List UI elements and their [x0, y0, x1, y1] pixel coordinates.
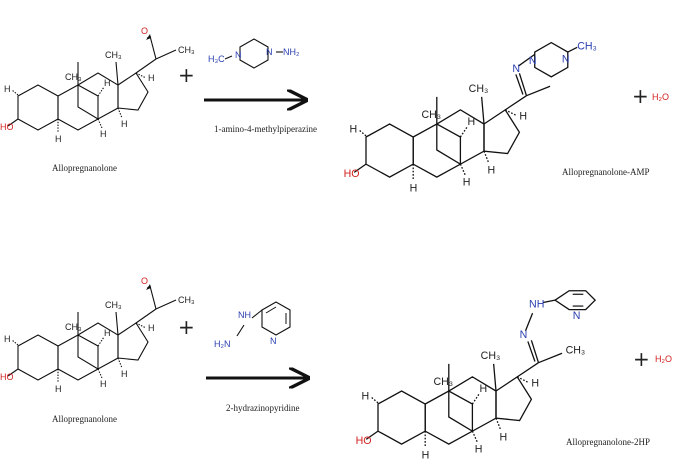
reagent-2-label: 2-hydrazinopyridine: [226, 403, 299, 413]
product-1-label: Allopregnanolone-AMP: [562, 167, 650, 177]
h-label: H: [479, 383, 487, 395]
oxygen-label: O: [141, 26, 148, 36]
h-label: H: [55, 134, 62, 144]
reactant-2-label: Allopregnanolone: [52, 414, 117, 424]
h-label: H: [422, 449, 430, 461]
methyl-label: CH₃: [421, 109, 441, 121]
h-label: H: [361, 390, 369, 402]
methyl-label: CH₃: [65, 72, 82, 82]
methyl-label: CH₃: [433, 376, 453, 388]
h-label: H: [500, 432, 508, 444]
product-1-structure: HO H CH₃ CH₃ H H H H H N N N CH₃: [344, 41, 597, 195]
hydroxyl-label: HO: [356, 435, 372, 447]
nitrogen-label: N: [520, 329, 528, 341]
methyl-label: CH₃: [577, 41, 597, 53]
h-label: H: [104, 328, 111, 338]
plus-sign: +: [633, 347, 650, 371]
nitrogen-label: N: [529, 55, 537, 67]
h-label: H: [349, 123, 357, 135]
reactant-1-structure: HO H CH₃ CH₃ H H H H H O CH₃: [0, 26, 195, 144]
h-label: H: [100, 379, 107, 389]
plus-sign: +: [178, 63, 195, 87]
nitrogen-label: N: [266, 47, 273, 57]
reagent-1-structure: H₃C N N NH₂: [208, 38, 300, 69]
hydroxyl-label: HO: [0, 372, 14, 382]
h-label: H: [104, 78, 111, 88]
methyl-label: CH₃: [481, 350, 501, 362]
h-label: H: [463, 176, 471, 188]
reaction-2: HO H CH₃ CH₃ H H H H H O CH₃ Allopregnan…: [0, 276, 672, 461]
plus-sign: +: [178, 315, 195, 339]
methyl-label: CH₃: [105, 50, 122, 60]
h-label: H: [410, 182, 418, 194]
reagent-1-label: 1-amino-4-methylpiperazine: [214, 124, 317, 134]
methyl-label: CH₃: [178, 45, 195, 55]
methyl-label: CH₃: [105, 300, 122, 310]
methyl-label: CH₃: [469, 83, 489, 95]
h-label: H: [55, 384, 62, 394]
reactant-1-label: Allopregnanolone: [52, 163, 117, 173]
hydroxyl-label: HO: [0, 122, 14, 132]
h-label: H: [467, 116, 475, 128]
amine-label: NH: [529, 298, 544, 310]
nitrogen-label: N: [512, 63, 520, 75]
amine-label: NH₂: [283, 47, 300, 57]
amine-label: H₂N: [214, 339, 231, 349]
oxygen-label: O: [141, 276, 148, 286]
h-label: H: [531, 377, 539, 389]
methyl-label: CH₃: [178, 295, 195, 305]
h-label: H: [148, 323, 155, 333]
reactant-2-structure: HO H CH₃ CH₃ H H H H H O CH₃: [0, 276, 195, 394]
methyl-label: CH₃: [65, 322, 82, 332]
amine-label: NH: [238, 310, 251, 320]
h-label: H: [4, 84, 11, 94]
h-label: H: [100, 129, 107, 139]
water-label: H₂O: [655, 354, 672, 364]
h-label: H: [121, 119, 128, 129]
methyl-label: H₃C: [208, 54, 225, 64]
nitrogen-label: N: [573, 310, 581, 322]
hydroxyl-label: HO: [344, 168, 360, 180]
nitrogen-label: N: [235, 50, 242, 60]
product-2-label: Allopregnanolone-2HP: [566, 437, 650, 447]
methyl-label: CH₃: [566, 344, 586, 356]
h-label: H: [4, 334, 11, 344]
h-label: H: [475, 443, 483, 455]
reaction-1: HO H CH₃ CH₃ H H H H H O CH₃ Allopregnan…: [0, 26, 669, 194]
h-label: H: [148, 73, 155, 83]
h-label: H: [488, 165, 496, 177]
reagent-2-structure: NH H₂N N: [214, 301, 291, 349]
nitrogen-label: N: [562, 54, 570, 66]
nitrogen-label: N: [270, 336, 277, 346]
water-label: H₂O: [652, 92, 669, 102]
h-label: H: [519, 110, 527, 122]
h-label: H: [121, 369, 128, 379]
product-2-structure: HO H CH₃ CH₃ H H H H H N NH N CH₃: [356, 290, 597, 461]
plus-sign: +: [632, 84, 649, 108]
